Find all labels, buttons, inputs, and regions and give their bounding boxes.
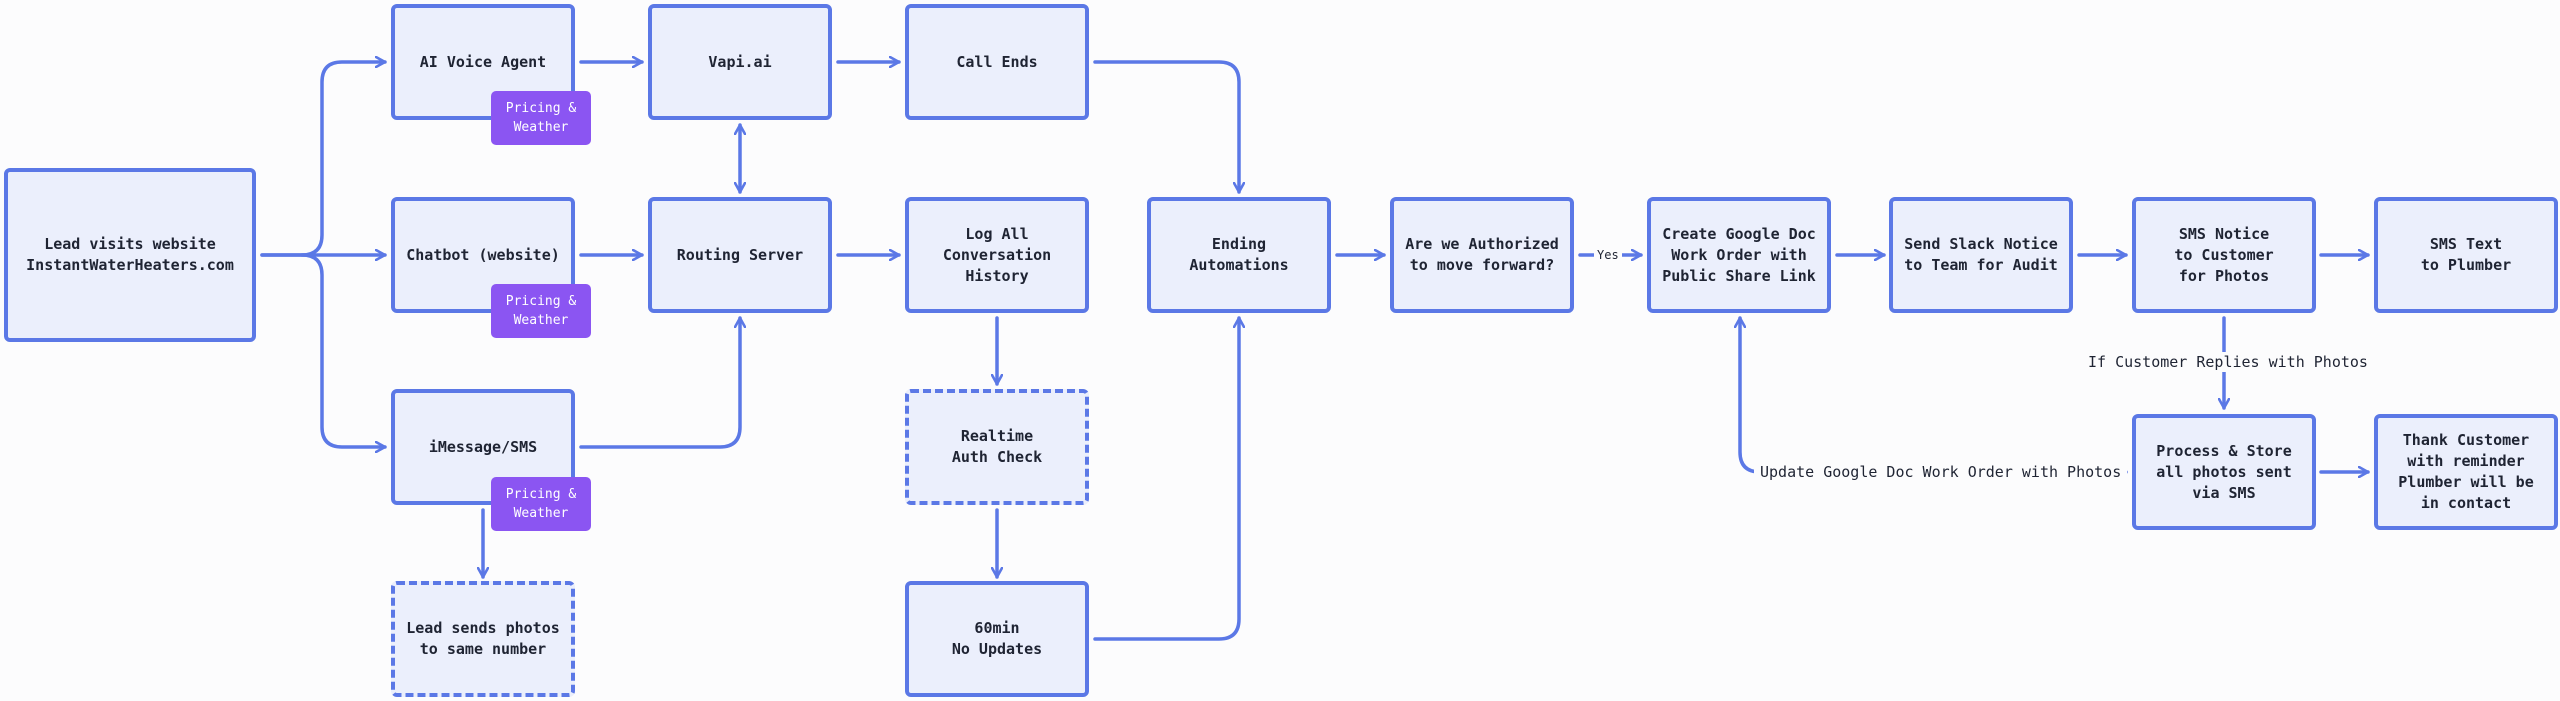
node-authorized: Are we Authorized to move forward? [1390,197,1574,313]
edge-label-customer-replies: If Customer Replies with Photos [2082,352,2374,372]
edge-imessage-to-routing [579,316,740,449]
badge-pricing-weather: Pricing & Weather [491,91,591,145]
edge-noupdates-to-ending [1093,316,1239,641]
edge-process-to-googledoc [1740,316,2128,474]
node-lead-visits: Lead visits website InstantWaterHeaters.… [4,168,256,342]
node-thank-customer: Thank Customer with reminder Plumber wil… [2374,414,2558,530]
badge-pricing-weather: Pricing & Weather [491,477,591,531]
node-log-history: Log All Conversation History [905,197,1089,313]
node-ending-automations: Ending Automations [1147,197,1331,313]
node-call-ends: Call Ends [905,4,1089,120]
node-lead-sends-photos: Lead sends photos to same number [391,581,575,697]
node-sms-plumber: SMS Text to Plumber [2374,197,2558,313]
node-slack-notice: Send Slack Notice to Team for Audit [1889,197,2073,313]
edge-callends-to-ending [1093,60,1239,194]
node-no-updates: 60min No Updates [905,581,1089,697]
edge-label-yes: Yes [1594,245,1622,265]
node-routing-server: Routing Server [648,197,832,313]
edge-label-update-doc: Update Google Doc Work Order with Photos [1754,462,2128,482]
node-vapi: Vapi.ai [648,4,832,120]
node-imessage-sms: iMessage/SMS [391,389,575,505]
node-auth-check: Realtime Auth Check [905,389,1089,505]
node-sms-notice: SMS Notice to Customer for Photos [2132,197,2316,313]
edge-lead-to-voice [260,62,387,257]
badge-pricing-weather: Pricing & Weather [491,284,591,338]
node-process-store: Process & Store all photos sent via SMS [2132,414,2316,530]
edge-lead-to-imessage [300,253,387,447]
node-google-doc: Create Google Doc Work Order with Public… [1647,197,1831,313]
